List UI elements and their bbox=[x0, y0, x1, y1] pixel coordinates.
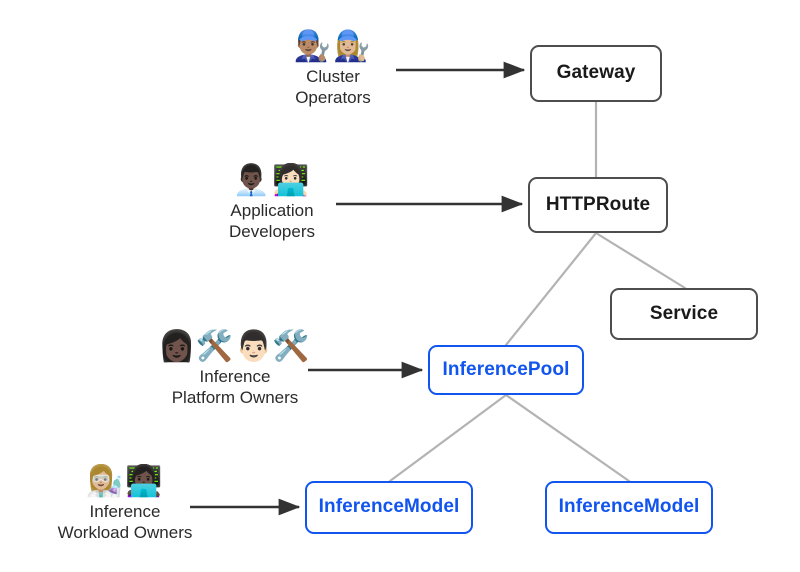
node-inferencemodel-left[interactable]: InferenceModel bbox=[305, 481, 473, 534]
cluster-operators-icon: 👨🏽‍🔧👩🏼‍🔧 bbox=[293, 29, 373, 64]
node-service-label: Service bbox=[649, 302, 719, 324]
actor-application-developers-label: Application Developers bbox=[229, 201, 315, 241]
connector-httproute-inferencepool bbox=[504, 231, 598, 347]
node-service[interactable]: Service bbox=[610, 288, 758, 340]
actor-inference-workload-owners: 👩🏼‍🔬👩🏿‍💻 Inference Workload Owners bbox=[25, 465, 225, 543]
actor-inference-workload-owners-label: Inference Workload Owners bbox=[57, 502, 193, 542]
node-httproute-label: HTTPRoute bbox=[545, 193, 651, 215]
node-inferencemodel-right-label: InferenceModel bbox=[558, 496, 700, 518]
application-developers-icon: 👨🏿‍💼👩🏻‍💻 bbox=[232, 163, 312, 198]
actor-application-developers: 👨🏿‍💼👩🏻‍💻 Application Developers bbox=[172, 164, 372, 242]
connector-inferencepool-inferencemodel-left bbox=[388, 393, 508, 483]
inference-platform-owners-icon: 👩🏿‍🛠️👨🏻‍🛠️ bbox=[158, 329, 312, 364]
connector-inferencepool-inferencemodel-right bbox=[504, 393, 631, 483]
node-gateway[interactable]: Gateway bbox=[530, 45, 662, 102]
connector-httproute-service bbox=[594, 231, 687, 290]
inference-workload-owners-icon: 👩🏼‍🔬👩🏿‍💻 bbox=[85, 464, 165, 499]
actor-inference-platform-owners-label: Inference Platform Owners bbox=[171, 367, 299, 407]
node-gateway-label: Gateway bbox=[556, 62, 636, 84]
node-inferencemodel-left-label: InferenceModel bbox=[318, 496, 460, 518]
node-httproute[interactable]: HTTPRoute bbox=[528, 177, 668, 233]
actor-inference-platform-owners: 👩🏿‍🛠️👨🏻‍🛠️ Inference Platform Owners bbox=[135, 330, 335, 408]
actor-cluster-operators-label: Cluster Operators bbox=[295, 67, 371, 107]
node-inferencepool[interactable]: InferencePool bbox=[428, 345, 584, 395]
actor-cluster-operators: 👨🏽‍🔧👩🏼‍🔧 Cluster Operators bbox=[233, 30, 433, 108]
node-inferencemodel-right[interactable]: InferenceModel bbox=[545, 481, 713, 534]
node-inferencepool-label: InferencePool bbox=[442, 358, 570, 380]
